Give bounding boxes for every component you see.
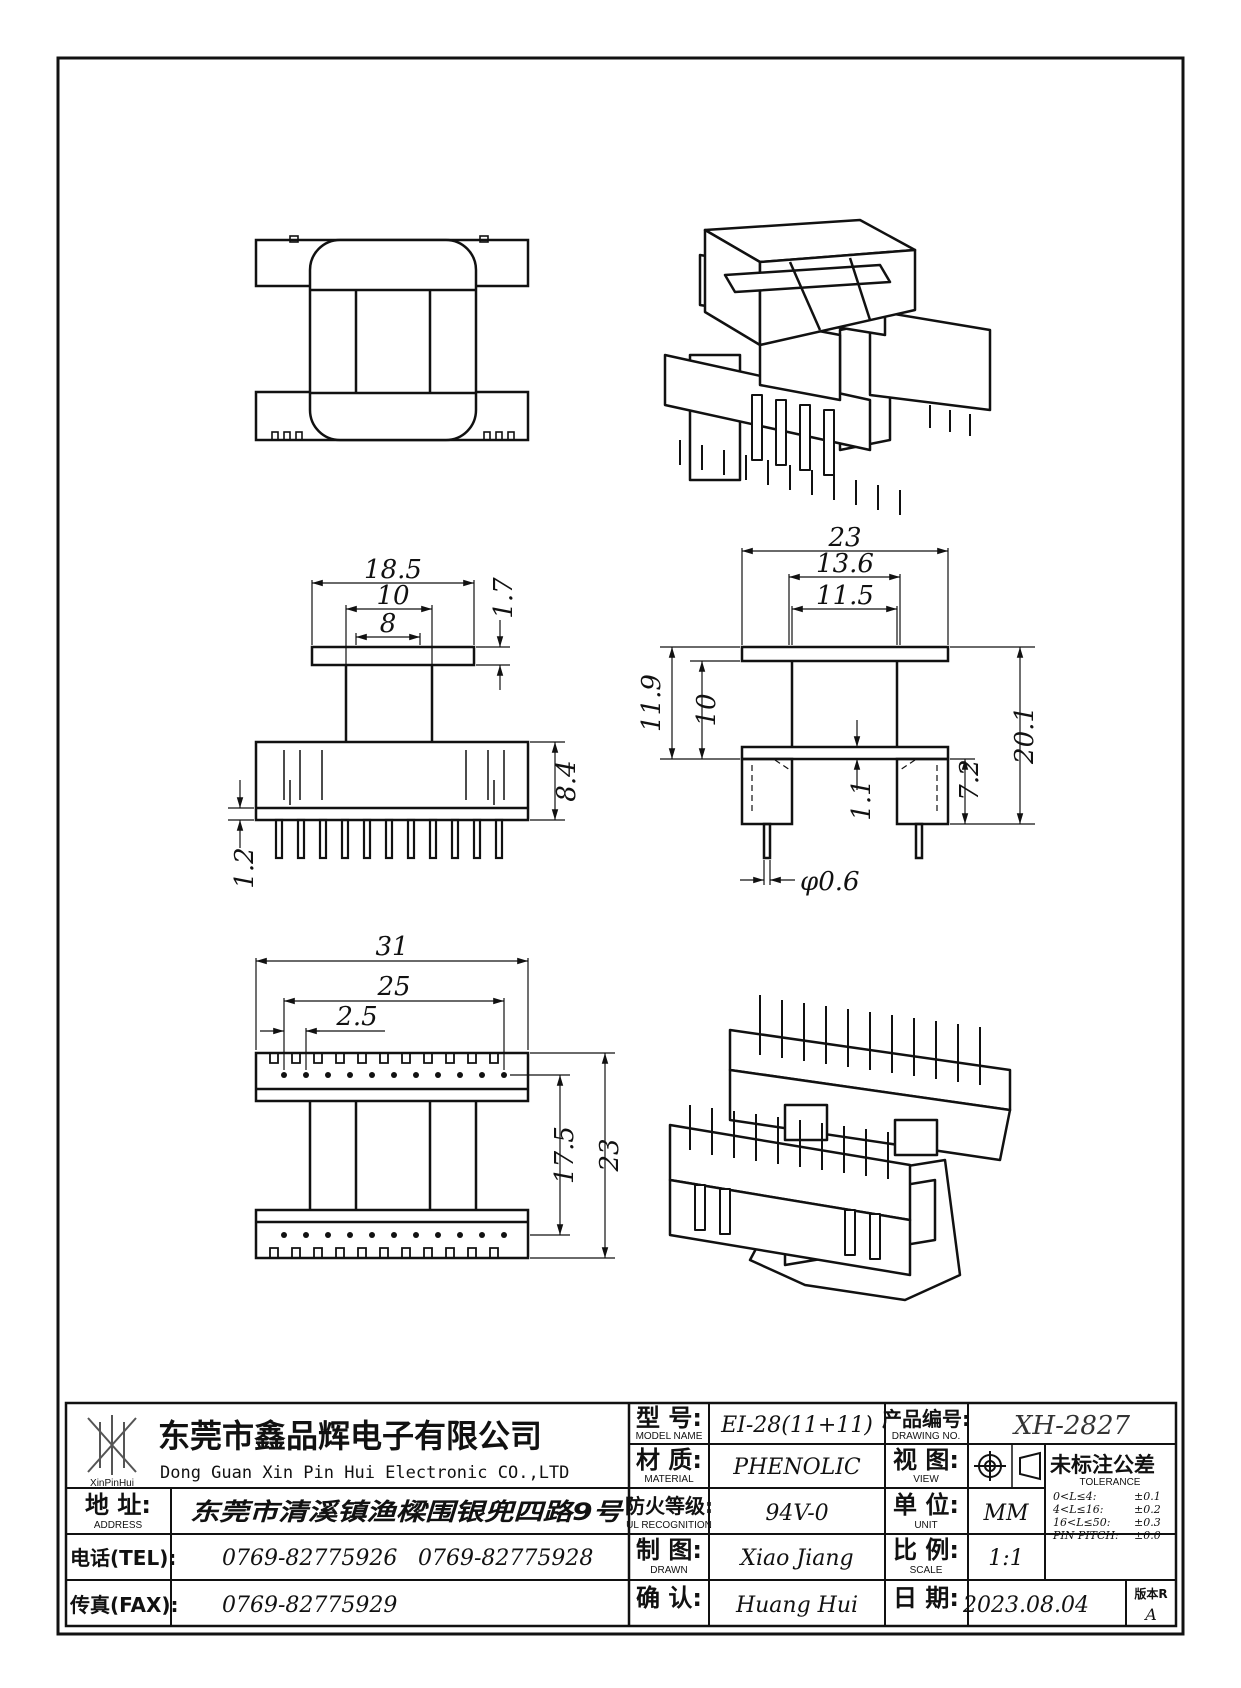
dim-inner-width: 13.6 bbox=[816, 549, 874, 579]
confirm-value: Huang Hui bbox=[735, 1593, 858, 1618]
confirm-label: 确 认: bbox=[636, 1584, 702, 1612]
tolerance-range: PIN PITCH: bbox=[1052, 1529, 1119, 1542]
dim-base-height: 7.2 bbox=[955, 759, 985, 800]
material-label-en: MATERIAL bbox=[644, 1474, 694, 1485]
dim-overall-height: 20.1 bbox=[1010, 706, 1040, 765]
drawing-no-value: XH-2827 bbox=[1012, 1411, 1131, 1441]
bottom-view bbox=[254, 957, 615, 1260]
fax-label: 传真(FAX): bbox=[69, 1593, 179, 1617]
date-value: 2023.08.04 bbox=[962, 1593, 1089, 1618]
dim-base-thick: 1.1 bbox=[847, 779, 877, 820]
company-name-cn: 东莞市鑫品辉电子有限公司 bbox=[158, 1417, 542, 1455]
tolerance-value: ±0.2 bbox=[1134, 1503, 1161, 1516]
tolerance-range: 0<L≤4: bbox=[1053, 1490, 1096, 1503]
unit-value: MM bbox=[982, 1501, 1029, 1526]
view-label-en: VIEW bbox=[913, 1474, 939, 1485]
unit-label-en: UNIT bbox=[914, 1520, 937, 1531]
dim-base-height: 8.4 bbox=[552, 760, 582, 801]
title-block bbox=[64, 1401, 1178, 1628]
tel-value-2: 0769-82775928 bbox=[418, 1546, 593, 1571]
logo-caption: XinPinHui bbox=[90, 1478, 134, 1489]
unit-label: 单 位: bbox=[893, 1491, 959, 1519]
material-value: PHENOLIC bbox=[732, 1455, 861, 1480]
dim-center-leg: 8 bbox=[380, 609, 397, 639]
scale-label: 比 例: bbox=[893, 1536, 959, 1564]
tolerance-range: 4<L≤16: bbox=[1052, 1503, 1103, 1516]
model-label-en: MODEL NAME bbox=[636, 1431, 703, 1442]
drawn-label: 制 图: bbox=[636, 1536, 702, 1564]
outer-frame bbox=[56, 56, 1185, 1636]
dim-core-slot: 10 bbox=[376, 581, 409, 611]
front-view-dim-labels: 23 13.6 11.5 11.9 10 20.1 7.2 1.1 φ0.6 bbox=[637, 523, 1040, 897]
tolerance-value: ±0.0 bbox=[1134, 1529, 1161, 1542]
isometric-view-2 bbox=[668, 995, 1012, 1302]
dim-overall-length: 31 bbox=[375, 932, 408, 962]
date-label: 日 期: bbox=[893, 1584, 959, 1612]
scale-value: 1:1 bbox=[988, 1546, 1023, 1571]
tel-value-1: 0769-82775926 bbox=[222, 1546, 397, 1571]
scale-label-en: SCALE bbox=[910, 1565, 943, 1576]
company-name-en: Dong Guan Xin Pin Hui Electronic CO.,LTD bbox=[160, 1463, 569, 1483]
dim-flange-thick: 1.7 bbox=[489, 577, 519, 619]
ul-label: 防火等级: bbox=[625, 1494, 713, 1518]
model-label: 型 号: bbox=[636, 1404, 702, 1432]
tolerance-label-en: TOLERANCE bbox=[1080, 1477, 1141, 1488]
drawing-no-label: 产品编号: bbox=[882, 1407, 970, 1431]
drawn-value: Xiao Jiang bbox=[738, 1546, 853, 1571]
material-label: 材 质: bbox=[636, 1446, 702, 1474]
projection-symbol-icon bbox=[974, 1451, 1041, 1481]
tolerance-value: ±0.3 bbox=[1134, 1516, 1161, 1529]
dim-overall-depth: 23 bbox=[595, 1138, 625, 1172]
tolerance-label: 未标注公差 bbox=[1050, 1453, 1155, 1477]
dim-row-distance: 17.5 bbox=[550, 1126, 580, 1184]
dim-window-height: 10 bbox=[692, 693, 722, 726]
fax-value: 0769-82775929 bbox=[222, 1593, 397, 1618]
drawn-label-en: DRAWN bbox=[650, 1565, 687, 1576]
tolerance-table: 0<L≤4: ±0.1 4<L≤16: ±0.2 16<L≤50: ±0.3 P… bbox=[1052, 1490, 1161, 1542]
dim-pin-diameter: φ0.6 bbox=[800, 867, 860, 897]
ul-label-en: UL RECOGNITION bbox=[626, 1520, 712, 1531]
view-label: 视 图: bbox=[893, 1446, 959, 1474]
bottom-view-dim-labels: 31 25 2.5 17.5 23 bbox=[335, 932, 625, 1184]
tolerance-range: 16<L≤50: bbox=[1053, 1516, 1110, 1529]
dim-pin-pitch: 2.5 bbox=[335, 1002, 377, 1032]
side-view-dim-labels: 18.5 10 8 1.7 8.4 1.2 bbox=[230, 555, 582, 889]
tolerance-value: ±0.1 bbox=[1134, 1490, 1161, 1503]
model-value: EI-28(11+11) bbox=[720, 1413, 873, 1438]
side-view bbox=[228, 579, 565, 860]
dim-pin-standoff: 1.2 bbox=[230, 847, 260, 888]
address-value: 东莞市清溪镇渔樑围银兜四路9号 bbox=[190, 1498, 624, 1526]
dim-pin-span: 25 bbox=[376, 972, 410, 1002]
version-value: A bbox=[1143, 1605, 1157, 1624]
address-label: 地 址: bbox=[85, 1491, 151, 1519]
top-view bbox=[254, 235, 530, 442]
dim-flange-width: 18.5 bbox=[364, 555, 422, 585]
dim-winding-height: 11.9 bbox=[637, 674, 667, 732]
dim-overall-width: 23 bbox=[827, 523, 861, 553]
front-view bbox=[660, 547, 1035, 885]
dim-core-width: 11.5 bbox=[816, 581, 874, 611]
address-label-en: ADDRESS bbox=[94, 1520, 143, 1531]
isometric-view-1 bbox=[663, 218, 992, 515]
company-logo bbox=[87, 1415, 137, 1475]
version-label: 版本R bbox=[1134, 1586, 1167, 1601]
tel-label: 电话(TEL): bbox=[70, 1546, 176, 1570]
drawing-no-label-en: DRAWING NO. bbox=[892, 1431, 961, 1442]
ul-value: 94V-0 bbox=[765, 1501, 828, 1526]
